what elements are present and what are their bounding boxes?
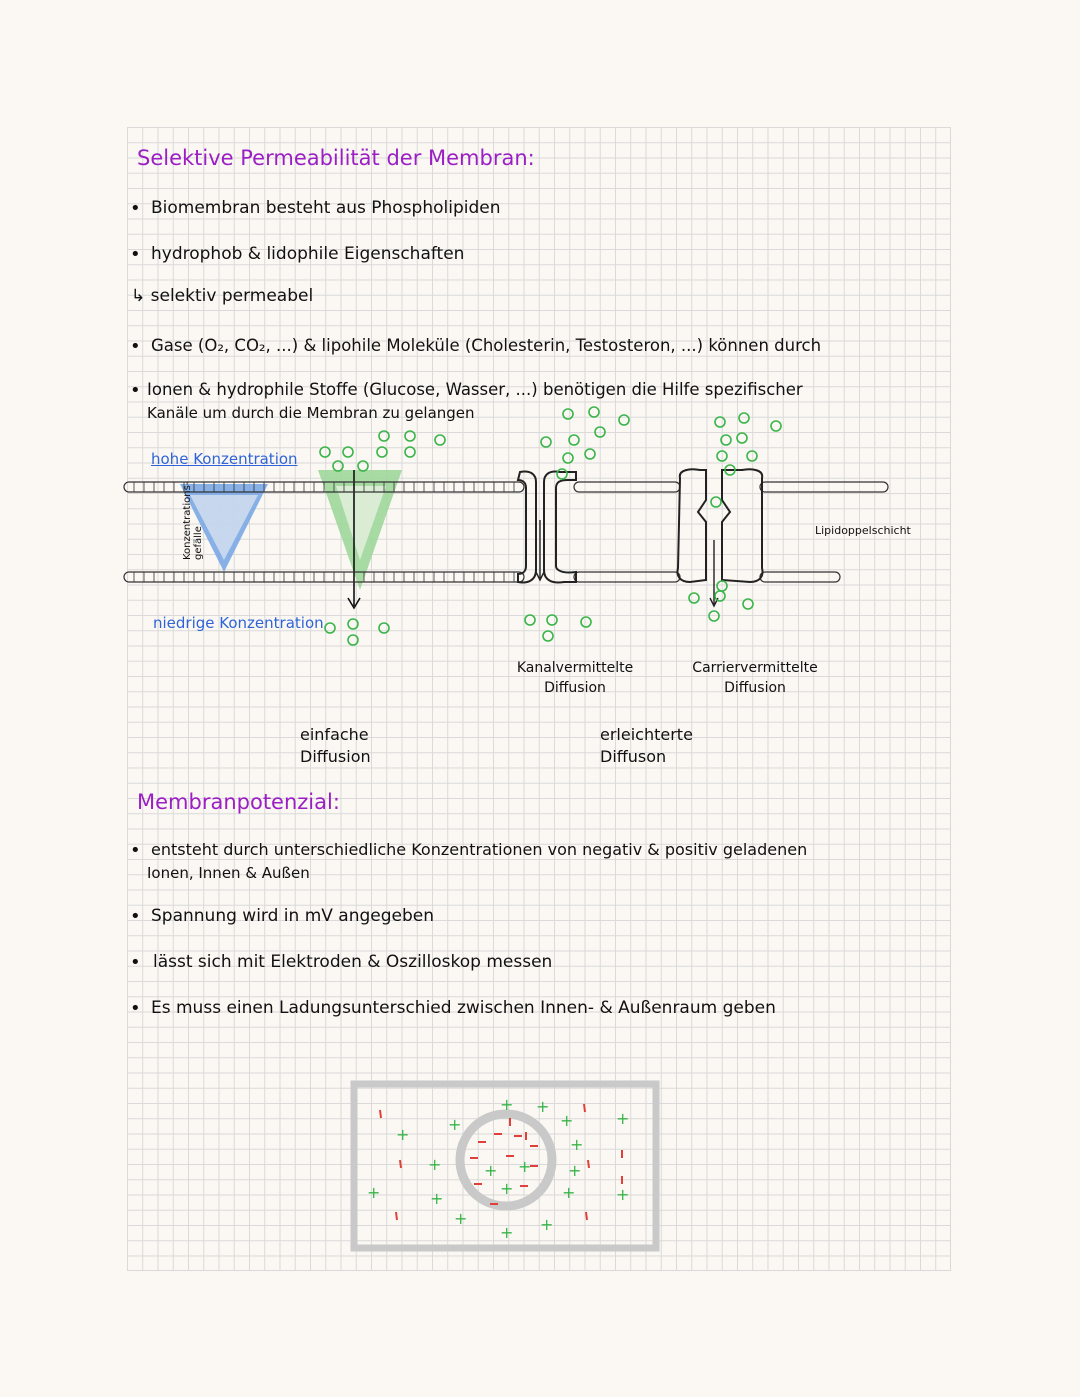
svg-text:+: +	[484, 1161, 497, 1180]
svg-text:+: +	[570, 1135, 583, 1154]
svg-text:+: +	[454, 1209, 467, 1228]
svg-text:+: +	[396, 1125, 409, 1144]
svg-text:+: +	[500, 1179, 513, 1198]
svg-text:+: +	[367, 1183, 380, 1202]
svg-text:+: +	[428, 1155, 441, 1174]
svg-text:+: +	[448, 1115, 461, 1134]
svg-text:+: +	[616, 1185, 629, 1204]
svg-text:+: +	[536, 1097, 549, 1116]
svg-text:+: +	[500, 1095, 513, 1114]
svg-text:+: +	[518, 1157, 531, 1176]
svg-text:+: +	[568, 1161, 581, 1180]
svg-text:+: +	[560, 1111, 573, 1130]
svg-text:+: +	[500, 1223, 513, 1242]
svg-text:+: +	[562, 1183, 575, 1202]
svg-text:+: +	[616, 1109, 629, 1128]
svg-text:+: +	[540, 1215, 553, 1234]
svg-text:+: +	[430, 1189, 443, 1208]
